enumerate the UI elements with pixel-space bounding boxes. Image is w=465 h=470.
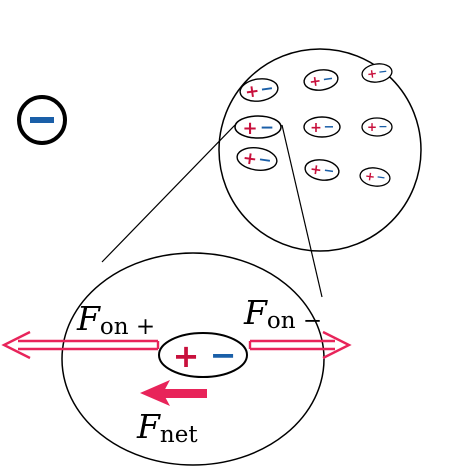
- molecule: + −: [361, 63, 393, 83]
- molecule-minus-sign: −: [377, 65, 388, 79]
- molecule-minus-sign: −: [378, 120, 387, 133]
- molecule-plus-sign: +: [244, 81, 261, 103]
- negative-point-charge: [17, 95, 67, 145]
- molecule-plus-sign: +: [241, 148, 258, 170]
- molecule: + −: [303, 116, 341, 138]
- net-force-label: Fnet: [136, 407, 198, 448]
- molecule-plus-sign: +: [309, 161, 323, 178]
- force-on-plus-arrow: [1, 330, 160, 360]
- molecule: + −: [236, 147, 278, 171]
- net-force-shaft: [160, 389, 207, 398]
- molecule-plus-sign: +: [367, 120, 377, 134]
- molecule: + −: [303, 69, 339, 91]
- molecule-minus-sign: −: [260, 118, 274, 138]
- net-force-arrow: [140, 380, 207, 406]
- molecule-plus-sign: +: [364, 169, 376, 184]
- molecule: + −: [359, 167, 391, 187]
- zoom-line-right: [281, 124, 323, 298]
- molecule-minus-sign: −: [259, 78, 275, 99]
- molecule-minus-sign: −: [324, 120, 335, 135]
- magnified-minus-sign: −: [210, 336, 237, 374]
- force-on-minus-label: Fon −: [243, 293, 322, 334]
- molecule-minus-sign: −: [322, 163, 335, 179]
- molecule: + −: [239, 78, 279, 103]
- force-on-minus-arrow: [248, 330, 352, 360]
- net-force-head: [140, 380, 170, 406]
- magnified-molecule-outline: [158, 332, 248, 378]
- molecule-minus-sign: −: [322, 71, 335, 87]
- molecule-minus-sign: −: [257, 149, 273, 170]
- molecule-plus-sign: +: [242, 118, 257, 139]
- molecule-plus-sign: +: [366, 66, 378, 81]
- magnified-plus-sign: +: [173, 337, 200, 375]
- molecule-minus-sign: −: [376, 170, 387, 184]
- molecule: + −: [361, 117, 393, 137]
- molecule-plus-sign: +: [310, 120, 322, 136]
- point-charge-minus-sign: [30, 117, 54, 123]
- molecule: + −: [304, 159, 340, 181]
- zoom-line-left: [101, 124, 236, 263]
- magnified-molecule: + −: [158, 332, 248, 378]
- polarized-molecules-grid: + − + − + − + − + − + −: [234, 63, 393, 187]
- material-region-circle: [218, 48, 422, 252]
- force-on-plus-label: Fon +: [76, 299, 155, 340]
- molecule-selected: + −: [234, 115, 282, 139]
- molecule-plus-sign: +: [308, 73, 322, 90]
